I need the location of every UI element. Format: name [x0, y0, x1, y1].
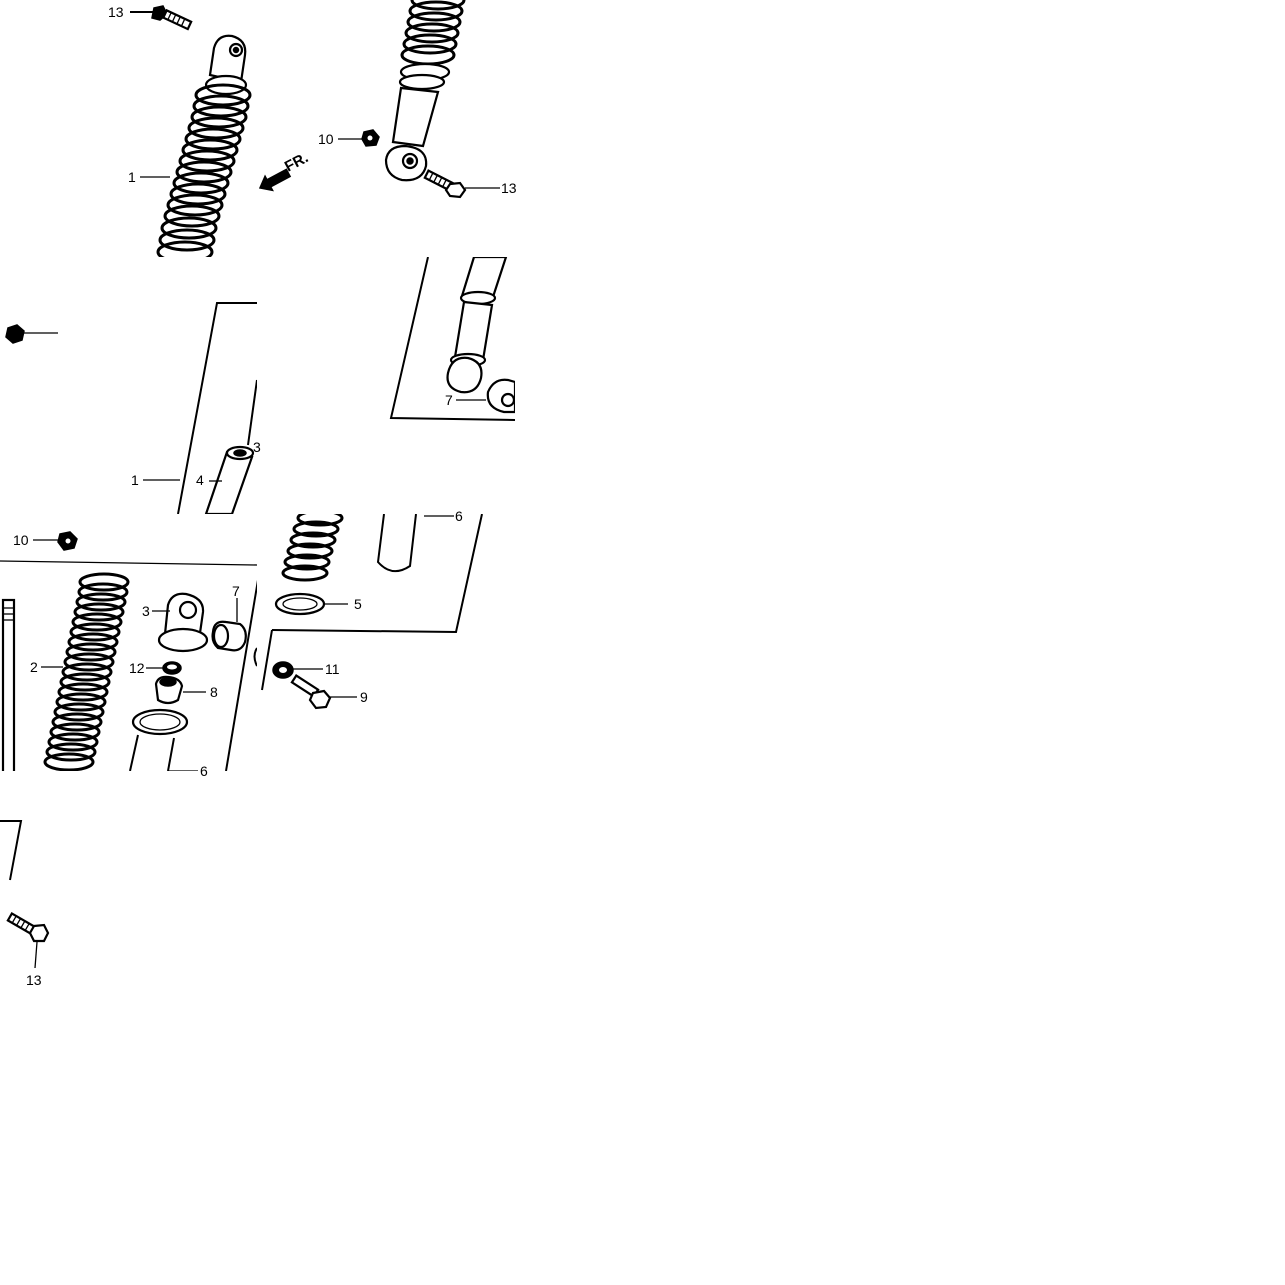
- nut-10: [338, 129, 380, 147]
- callout-10-nut: 10: [318, 131, 334, 147]
- callout-7-bushing-bottom: 7: [232, 583, 240, 599]
- callout-6-body-right: 6: [455, 508, 463, 524]
- washer-11: [272, 661, 323, 679]
- callout-13-bolt-lower: 13: [501, 180, 517, 196]
- callout-9-bolt: 9: [360, 689, 368, 705]
- spring-end-coils: [281, 514, 344, 582]
- bolt-13-top: [130, 5, 193, 31]
- callout-3-eye: 3: [142, 603, 150, 619]
- callout-12-stopper: 12: [129, 660, 145, 676]
- washer-5: [274, 592, 348, 616]
- callout-6-body: 6: [200, 763, 208, 779]
- callout-13-bolt-bottom: 13: [26, 972, 42, 988]
- callout-13-bolt: 13: [108, 4, 124, 20]
- callout-4-damper: 4: [196, 472, 204, 488]
- tile-damper-frame: [5, 302, 257, 514]
- tile-exploded-spring-parts: [0, 531, 257, 771]
- bolt-13-bottom: [6, 912, 50, 969]
- stopper-12: [146, 661, 182, 675]
- callout-1-shock-frame: 1: [131, 472, 139, 488]
- callout-7-bushing: 7: [445, 392, 453, 408]
- callout-10-nut-bottom: 10: [13, 532, 29, 548]
- tile-lower-shock-body: [338, 0, 500, 199]
- callout-3-cut: 3: [253, 439, 261, 455]
- callout-11-washer: 11: [325, 661, 340, 677]
- bushing-7: [211, 598, 247, 652]
- bump-rubber-8: [154, 675, 206, 705]
- tile-washers-and-bolt: [261, 514, 483, 710]
- callout-1-shock: 1: [128, 169, 136, 185]
- tile-assembled-shock: [130, 5, 252, 257]
- nut-10-left: [5, 324, 58, 344]
- lower-spring-coils: [400, 0, 466, 66]
- tile-bottom-bolt: [0, 820, 50, 969]
- bolt-9: [290, 674, 357, 710]
- callout-8-bump-rubber: 8: [210, 684, 218, 700]
- nut-10-bottom: [33, 531, 78, 551]
- tile-damper-end: [389, 257, 515, 421]
- shock-spring-coils: [156, 83, 252, 257]
- exploded-spring-coils: [43, 572, 130, 771]
- bolt-13-lower: [423, 169, 500, 199]
- callout-5-washer: 5: [354, 596, 362, 612]
- spring-seat-eye: [152, 592, 209, 653]
- front-direction-arrow-icon: [258, 168, 292, 192]
- callout-2-spring: 2: [30, 659, 38, 675]
